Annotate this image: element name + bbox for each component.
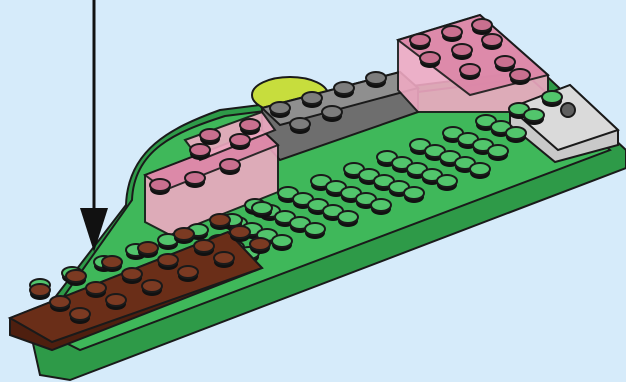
pink-stud — [150, 179, 170, 195]
pink-stud — [200, 129, 220, 145]
pink-stud — [495, 56, 515, 72]
brown-stud — [214, 252, 234, 268]
pink-stud — [510, 69, 530, 85]
brown-stud — [210, 214, 230, 230]
green-stud — [524, 109, 544, 125]
pink-stud — [240, 119, 260, 135]
brown-stud — [86, 282, 106, 298]
pink-stud — [420, 52, 440, 68]
brown-stud — [158, 254, 178, 270]
brown-stud — [102, 256, 122, 272]
green-stud — [437, 175, 457, 191]
brown-stud — [174, 228, 194, 244]
pink-stud — [460, 64, 480, 80]
brown-stud — [138, 242, 158, 258]
gray-stud — [366, 72, 386, 88]
green-stud — [371, 199, 391, 215]
green-stud — [488, 145, 508, 161]
pink-stud — [410, 34, 430, 50]
brown-stud — [142, 280, 162, 296]
pink-stud — [452, 44, 472, 60]
gray-stud — [322, 106, 342, 122]
pink-stud — [190, 144, 210, 160]
green-stud — [506, 127, 526, 143]
gray-stud — [334, 82, 354, 98]
brown-stud — [30, 284, 50, 300]
brown-stud — [70, 308, 90, 324]
brown-stud — [50, 296, 70, 312]
green-stud — [252, 202, 272, 218]
green-stud — [272, 235, 292, 251]
gray-stud — [290, 118, 310, 134]
pink-stud — [442, 26, 462, 42]
brown-stud — [122, 268, 142, 284]
gray-stud — [302, 92, 322, 108]
green-stud — [542, 91, 562, 107]
pink-stud — [230, 134, 250, 150]
brown-stud — [66, 270, 86, 286]
green-stud — [470, 163, 490, 179]
green-stud — [338, 211, 358, 227]
brown-stud — [230, 226, 250, 242]
pink-stud — [220, 159, 240, 175]
gray-stud — [270, 102, 290, 118]
green-stud — [305, 223, 325, 239]
pink-stud — [482, 34, 502, 50]
green-stud — [404, 187, 424, 203]
brown-stud — [194, 240, 214, 256]
brown-stud — [106, 294, 126, 310]
pink-stud — [472, 19, 492, 35]
pink-stud — [185, 172, 205, 188]
brown-stud — [178, 266, 198, 282]
brown-stud — [250, 238, 270, 254]
